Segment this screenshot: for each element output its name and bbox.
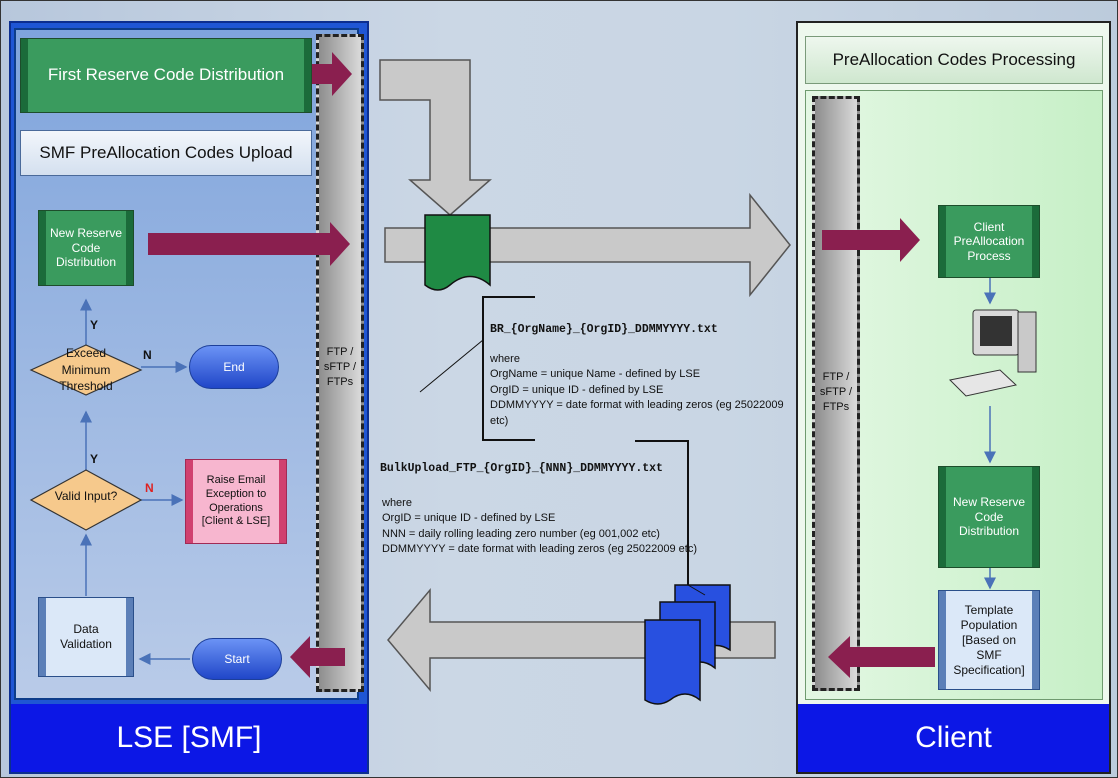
end-terminal: End [189, 345, 279, 389]
no-label-2: N [145, 481, 154, 495]
first-reserve-label: First Reserve Code Distribution [47, 65, 285, 85]
first-reserve-process: First Reserve Code Distribution [20, 38, 312, 113]
flow-arrow-new-reserve [148, 222, 350, 266]
yes-label-1: Y [90, 318, 99, 332]
ftp-lane-left [316, 34, 364, 692]
decision-valid-input [29, 469, 143, 531]
computer-icon [948, 309, 1037, 397]
ftp-label-right: FTP / sFTP / FTPs [819, 371, 853, 413]
ftp-label-left: FTP / sFTP / FTPs [323, 346, 357, 388]
bulk-filename: BulkUpload_FTP_{OrgID}_{NNN}_DDMMYYYY.tx… [380, 462, 663, 475]
valid-input-label: Valid Input? [54, 489, 118, 503]
data-validation-label: Data Validation [60, 622, 112, 651]
exceed-threshold-label: Exceed Minimum Threshold [59, 345, 113, 394]
new-reserve-process-left: New Reserve Code Distribution [38, 210, 134, 286]
big-arrow-down [379, 59, 492, 216]
client-lane-header: PreAllocation Codes Processing [805, 36, 1103, 84]
lse-lane-footer: LSE [SMF] [11, 704, 367, 772]
client-lane-footer: Client [798, 704, 1109, 772]
start-terminal: Start [192, 638, 282, 680]
ftp-lane-right [812, 96, 860, 691]
no-label-1: N [143, 348, 152, 362]
template-population-process: Template Population [Based on SMF Specif… [938, 590, 1040, 690]
flow-arrow-from-template [828, 636, 935, 678]
client-preallocation-process: Client PreAllocation Process [938, 205, 1040, 278]
br-filename: BR_{OrgName}_{OrgID}_DDMMYYYY.txt [490, 323, 718, 336]
template-population-label: Template Population [Based on SMF Specif… [953, 602, 1025, 677]
flow-arrow-to-start [290, 636, 345, 678]
bulk-where-note: where OrgID = unique ID - defined by LSE… [382, 497, 697, 556]
upload-header: SMF PreAllocation Codes Upload [20, 130, 312, 176]
data-validation-process: Data Validation [38, 597, 134, 677]
br-where-note: where OrgName = unique Name - defined by… [490, 353, 784, 427]
document-icon-br [424, 214, 491, 291]
big-arrow-left [387, 587, 776, 693]
flow-arrow-first-reserve [290, 52, 352, 96]
decision-exceed-threshold [29, 344, 143, 396]
new-reserve-label-left: New Reserve Code Distribution [49, 226, 123, 270]
raise-email-label: Raise Email Exception to Operations [Cli… [201, 474, 271, 528]
client-preallocation-label: Client PreAllocation Process [953, 219, 1025, 263]
bulk-note-bracket [635, 440, 689, 585]
raise-email-process: Raise Email Exception to Operations [Cli… [185, 459, 287, 544]
yes-label-2: Y [90, 452, 99, 466]
new-reserve-process-right: New Reserve Code Distribution [938, 466, 1040, 568]
flow-arrow-to-client [822, 218, 920, 262]
new-reserve-label-right: New Reserve Code Distribution [952, 495, 1026, 539]
br-note-bracket [482, 296, 535, 441]
